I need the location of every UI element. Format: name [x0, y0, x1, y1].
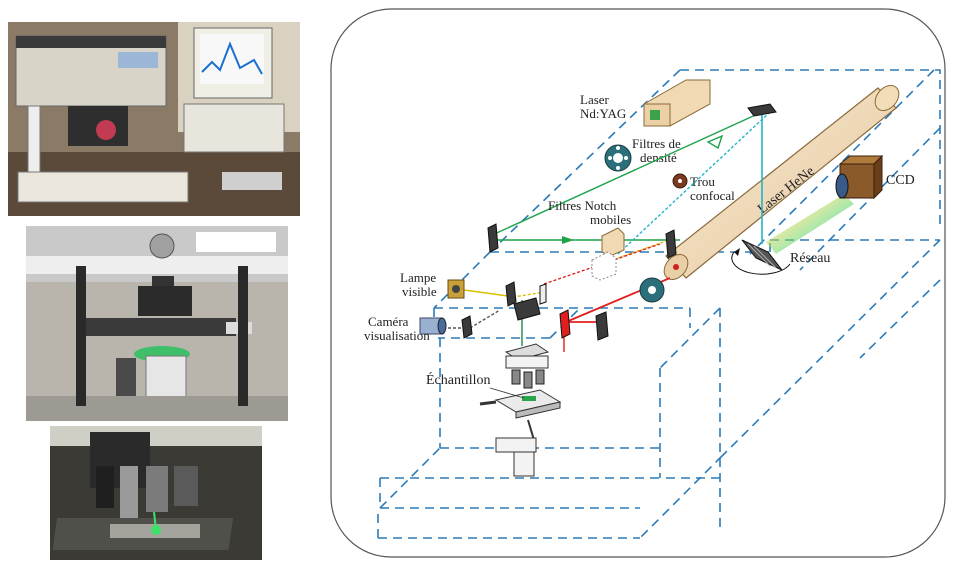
optical-elements — [461, 103, 777, 341]
dashed-box-wireframe — [377, 69, 941, 539]
microscope-photo — [26, 226, 288, 421]
laser-ndyag-label-2: Nd:YAG — [580, 106, 626, 121]
raman-spectrometer-diagram: Laser HeNe Laser Nd:YAG Filtres de densi… — [330, 8, 946, 558]
diagram-frame — [330, 8, 946, 558]
trou-confocal-label-2: confocal — [690, 188, 735, 203]
echantillon-label: Échantillon — [426, 371, 491, 388]
laser-ndyag-label-1: Laser — [580, 92, 610, 107]
confocal-pinhole: Trou confocal — [672, 173, 735, 203]
lampe-label-2: visible — [402, 284, 437, 299]
diffraction-grating: Réseau — [731, 239, 830, 275]
filtres-notch-label-1: Filtres Notch — [548, 198, 617, 213]
trou-confocal-label-1: Trou — [690, 174, 715, 189]
laser-ndyag: Laser Nd:YAG — [580, 79, 711, 127]
ccd-camera: CCD — [766, 154, 915, 254]
spectrometer-setup-photo — [8, 22, 300, 216]
microscope-stage: Échantillon — [426, 343, 562, 477]
reseau-label: Réseau — [790, 251, 830, 266]
visualisation-camera: Caméra visualisation — [364, 314, 447, 343]
filtres-notch-label-2: mobiles — [590, 212, 631, 227]
lampe-label-1: Lampe — [400, 270, 436, 285]
filtres-densite-label-2: densité — [640, 150, 677, 165]
density-filter-wheel: Filtres de densité — [604, 136, 681, 172]
filter-wheel-lower — [639, 277, 665, 303]
ccd-label: CCD — [886, 173, 915, 188]
camera-label-1: Caméra — [368, 314, 409, 329]
visible-lamp: Lampe visible — [400, 270, 465, 299]
beam-paths — [448, 111, 771, 352]
objective-closeup-photo — [50, 426, 262, 560]
notch-filters: Filtres Notch mobiles — [548, 198, 631, 281]
camera-label-2: visualisation — [364, 328, 430, 343]
filtres-densite-label-1: Filtres de — [632, 136, 681, 151]
